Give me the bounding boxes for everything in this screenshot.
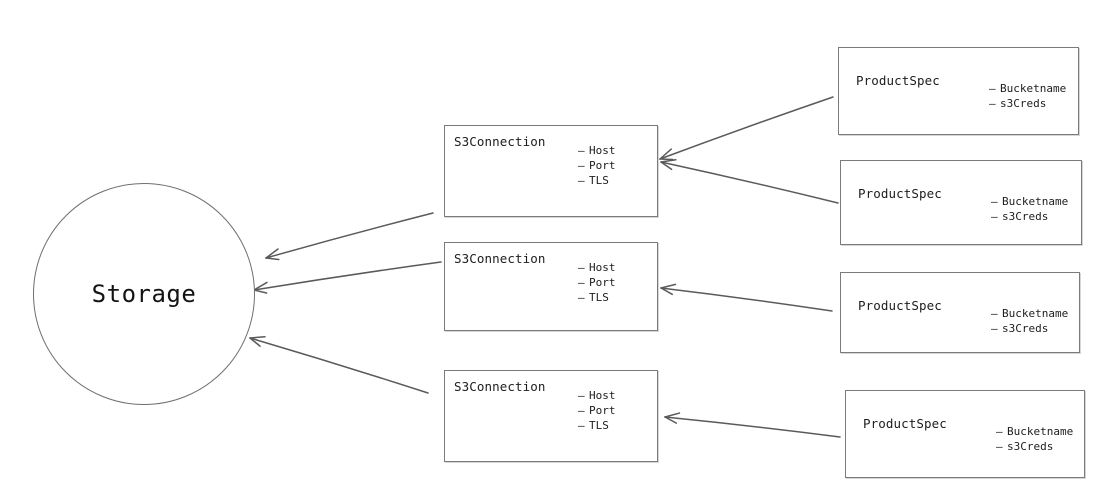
attribute-dash-icon: – bbox=[991, 210, 998, 223]
attribute-dash-icon: – bbox=[991, 195, 998, 208]
s3connection-node-1[interactable]: S3Connection–Host–Port–TLS bbox=[444, 125, 658, 217]
attribute-label: s3Creds bbox=[1002, 210, 1049, 223]
s3connection-node-2-attribute-3: –TLS bbox=[578, 290, 616, 305]
s3connection-node-2-attributes: –Host–Port–TLS bbox=[578, 260, 616, 305]
productspec-node-3-attributes: –Bucketname–s3Creds bbox=[991, 306, 1068, 336]
productspec-node-2-title: ProductSpec bbox=[858, 186, 942, 201]
s3connection-node-1-title: S3Connection bbox=[454, 134, 546, 149]
attribute-label: Host bbox=[589, 144, 616, 157]
attribute-dash-icon: – bbox=[989, 82, 996, 95]
attribute-label: TLS bbox=[589, 419, 609, 432]
s3connection-node-3-attribute-2: –Port bbox=[578, 403, 616, 418]
productspec-3-to-s3connection-2 bbox=[660, 283, 833, 312]
attribute-label: Bucketname bbox=[1000, 82, 1067, 95]
productspec-node-3-attribute-2: –s3Creds bbox=[991, 321, 1068, 336]
s3connection-node-2-title: S3Connection bbox=[454, 251, 546, 266]
s3connection-2-to-storage bbox=[253, 261, 442, 294]
attribute-dash-icon: – bbox=[578, 174, 585, 187]
productspec-node-4-attribute-2: –s3Creds bbox=[996, 439, 1073, 454]
s3connection-node-1-attribute-3: –TLS bbox=[578, 173, 616, 188]
attribute-label: Host bbox=[589, 261, 616, 274]
attribute-label: TLS bbox=[589, 291, 609, 304]
attribute-label: Host bbox=[589, 389, 616, 402]
attribute-dash-icon: – bbox=[991, 322, 998, 335]
attribute-dash-icon: – bbox=[578, 291, 585, 304]
attribute-label: Port bbox=[589, 404, 616, 417]
productspec-node-2-attribute-1: –Bucketname bbox=[991, 194, 1068, 209]
attribute-dash-icon: – bbox=[578, 276, 585, 289]
productspec-node-1-attribute-1: –Bucketname bbox=[989, 81, 1066, 96]
productspec-node-1-title: ProductSpec bbox=[856, 73, 940, 88]
s3connection-node-2[interactable]: S3Connection–Host–Port–TLS bbox=[444, 242, 658, 331]
productspec-node-3-title: ProductSpec bbox=[858, 298, 942, 313]
productspec-2-to-s3connection-1 bbox=[660, 158, 839, 204]
attribute-label: TLS bbox=[589, 174, 609, 187]
attribute-dash-icon: – bbox=[578, 261, 585, 274]
attribute-label: Bucketname bbox=[1007, 425, 1074, 438]
productspec-1-to-s3connection-1 bbox=[659, 96, 834, 161]
attribute-label: Bucketname bbox=[1002, 307, 1069, 320]
attribute-dash-icon: – bbox=[991, 307, 998, 320]
productspec-node-2-attribute-2: –s3Creds bbox=[991, 209, 1068, 224]
productspec-4-to-s3connection-3 bbox=[664, 412, 841, 438]
productspec-node-2[interactable]: ProductSpec –Bucketname–s3Creds bbox=[840, 160, 1082, 245]
productspec-node-2-attributes: –Bucketname–s3Creds bbox=[991, 194, 1068, 224]
s3connection-node-3-attributes: –Host–Port–TLS bbox=[578, 388, 616, 433]
productspec-node-1-attributes: –Bucketname–s3Creds bbox=[989, 81, 1066, 111]
s3connection-node-3[interactable]: S3Connection–Host–Port–TLS bbox=[444, 370, 658, 462]
s3connection-3-to-storage bbox=[249, 336, 429, 394]
attribute-dash-icon: – bbox=[578, 419, 585, 432]
attribute-dash-icon: – bbox=[578, 404, 585, 417]
s3connection-node-2-attribute-2: –Port bbox=[578, 275, 616, 290]
s3connection-node-2-attribute-1: –Host bbox=[578, 260, 616, 275]
productspec-node-1-attribute-2: –s3Creds bbox=[989, 96, 1066, 111]
attribute-dash-icon: – bbox=[578, 159, 585, 172]
s3connection-node-3-title: S3Connection bbox=[454, 379, 546, 394]
productspec-node-1[interactable]: ProductSpec –Bucketname–s3Creds bbox=[838, 47, 1079, 135]
attribute-label: Port bbox=[589, 159, 616, 172]
attribute-label: s3Creds bbox=[1000, 97, 1047, 110]
s3connection-node-1-attribute-2: –Port bbox=[578, 158, 616, 173]
s3connection-node-3-attribute-3: –TLS bbox=[578, 418, 616, 433]
productspec-node-4-title: ProductSpec bbox=[863, 416, 947, 431]
productspec-node-3-attribute-1: –Bucketname bbox=[991, 306, 1068, 321]
attribute-dash-icon: – bbox=[578, 144, 585, 157]
attribute-dash-icon: – bbox=[996, 440, 1003, 453]
attribute-label: s3Creds bbox=[1002, 322, 1049, 335]
attribute-dash-icon: – bbox=[996, 425, 1003, 438]
productspec-node-4-attributes: –Bucketname–s3Creds bbox=[996, 424, 1073, 454]
productspec-node-4[interactable]: ProductSpec –Bucketname–s3Creds bbox=[845, 390, 1085, 478]
attribute-label: Bucketname bbox=[1002, 195, 1069, 208]
productspec-node-3[interactable]: ProductSpec –Bucketname–s3Creds bbox=[840, 272, 1080, 353]
s3connection-node-3-attribute-1: –Host bbox=[578, 388, 616, 403]
attribute-dash-icon: – bbox=[578, 389, 585, 402]
s3connection-1-to-storage bbox=[265, 212, 434, 261]
s3connection-node-1-attribute-1: –Host bbox=[578, 143, 616, 158]
storage-node-label: Storage bbox=[91, 280, 197, 308]
productspec-node-4-attribute-1: –Bucketname bbox=[996, 424, 1073, 439]
attribute-label: Port bbox=[589, 276, 616, 289]
attribute-label: s3Creds bbox=[1007, 440, 1054, 453]
storage-circle-node[interactable]: Storage bbox=[33, 183, 255, 405]
s3connection-node-1-attributes: –Host–Port–TLS bbox=[578, 143, 616, 188]
attribute-dash-icon: – bbox=[989, 97, 996, 110]
